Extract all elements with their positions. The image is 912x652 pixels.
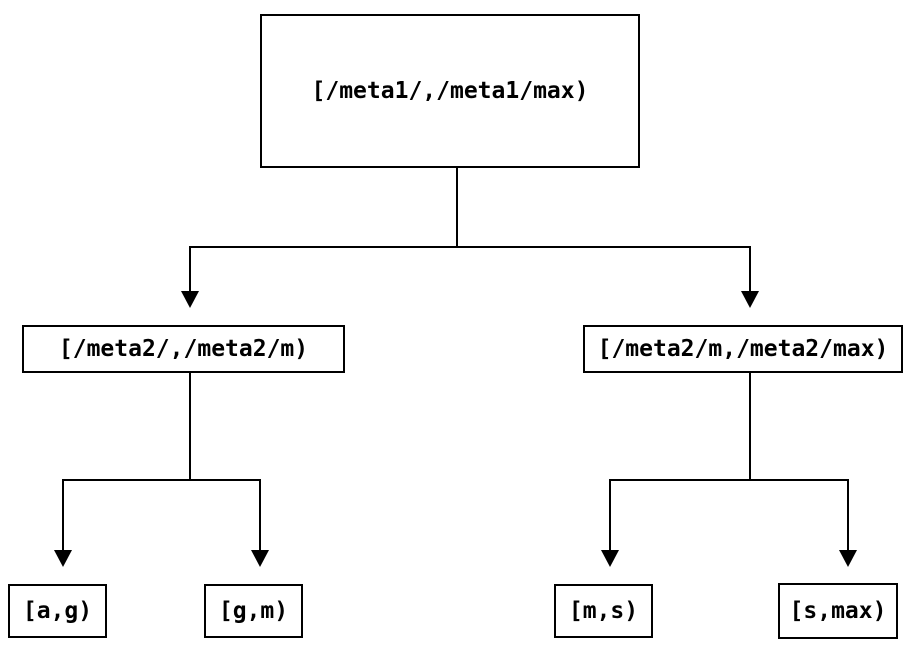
node-leaf-gm: [g,m) [204, 584, 303, 638]
arrowhead-down-icon [251, 550, 269, 567]
node-root-label: [/meta1/,/meta1/max) [311, 78, 589, 104]
arrowhead-down-icon [54, 550, 72, 567]
edge-root-trunk-line [456, 168, 458, 246]
node-leaf-smax-label: [s,max) [789, 598, 887, 624]
node-leaf-smax: [s,max) [778, 583, 898, 639]
node-leaf-ms: [m,s) [554, 584, 653, 638]
arrowhead-down-icon [741, 291, 759, 308]
node-meta2-upper-label: [/meta2/m,/meta2/max) [597, 336, 889, 362]
edge-right-left-drop-line [609, 479, 611, 551]
node-leaf-gm-label: [g,m) [218, 598, 289, 624]
edge-left-right-drop-line [259, 479, 261, 551]
node-leaf-ms-label: [m,s) [568, 598, 639, 624]
edge-left-trunk-line [189, 373, 191, 481]
edge-left-left-drop-line [62, 479, 64, 551]
arrowhead-down-icon [181, 291, 199, 308]
node-leaf-ag-label: [a,g) [22, 598, 93, 624]
edge-root-left-drop-line [189, 246, 191, 292]
node-leaf-ag: [a,g) [8, 584, 107, 638]
edge-root-right-drop-line [749, 246, 751, 292]
node-meta2-upper: [/meta2/m,/meta2/max) [583, 325, 903, 373]
node-meta2-lower: [/meta2/,/meta2/m) [22, 325, 345, 373]
edge-left-branch-line [62, 479, 261, 481]
edge-right-right-drop-line [847, 479, 849, 551]
node-root: [/meta1/,/meta1/max) [260, 14, 640, 168]
arrowhead-down-icon [839, 550, 857, 567]
edge-right-trunk-line [749, 373, 751, 481]
edge-right-branch-line [609, 479, 849, 481]
node-meta2-lower-label: [/meta2/,/meta2/m) [58, 336, 309, 362]
edge-root-branch-line [189, 246, 751, 248]
arrowhead-down-icon [601, 550, 619, 567]
